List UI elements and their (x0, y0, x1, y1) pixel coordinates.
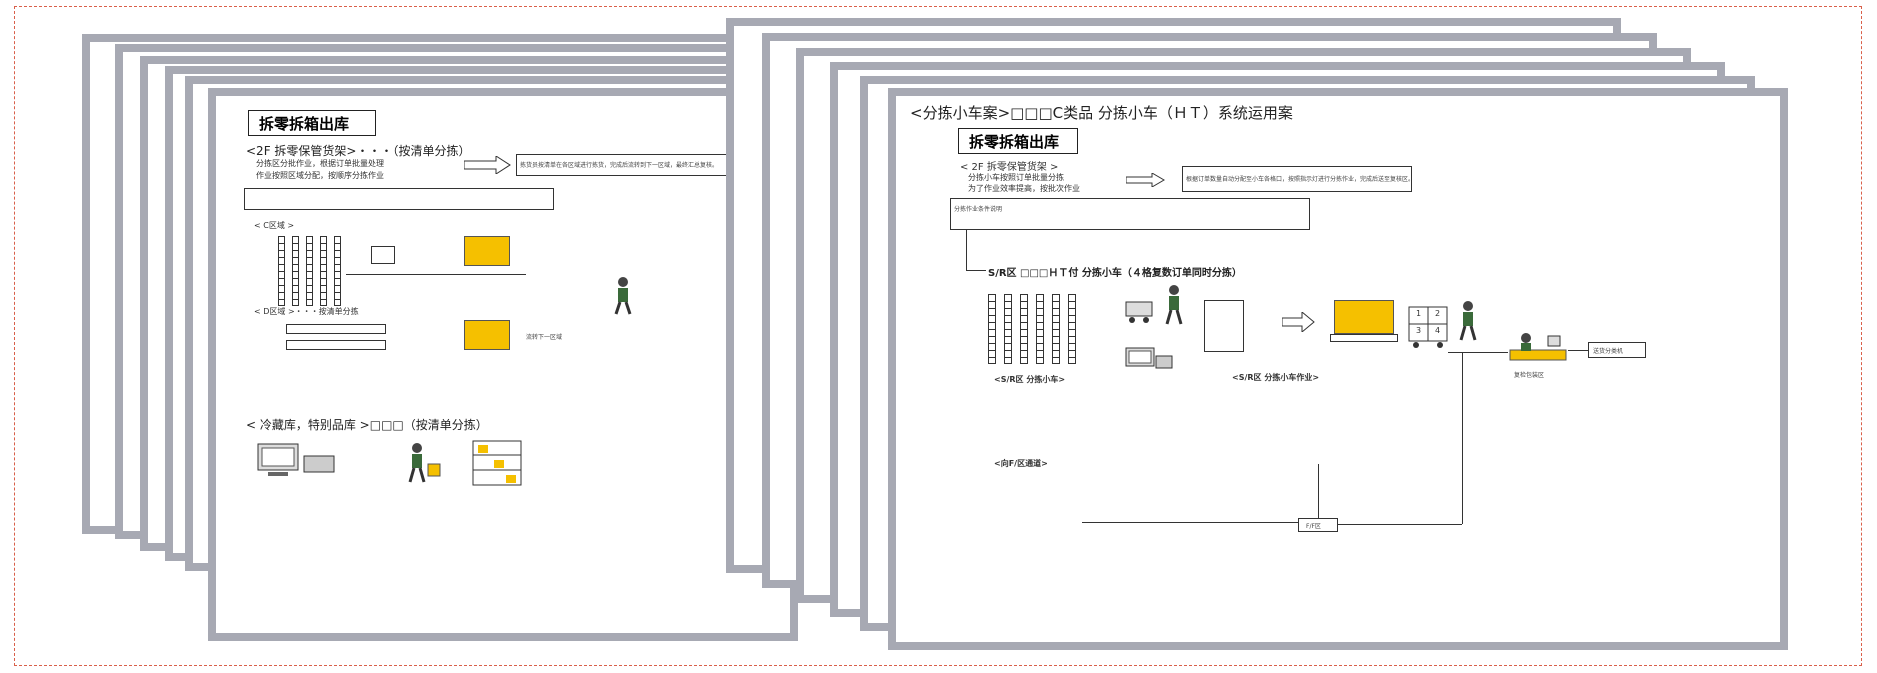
rack (1052, 294, 1060, 364)
bottom-label-box (1298, 518, 1338, 532)
left-note-box (244, 188, 554, 210)
right-cond-box (950, 198, 1310, 230)
belt-label: 送货分类机 (1593, 348, 1624, 355)
arrow-shape (1125, 172, 1166, 191)
right-subheading: < 2F 拆零保管货架 > (960, 162, 1059, 173)
left-side-note (516, 154, 790, 176)
right-side-note-text: 根据订单数量自动分配至小车各格口，按照指示灯进行分拣作业，完成后送至复核区。 (1186, 176, 1415, 183)
terminal-box (1204, 300, 1244, 352)
zone-caption: <S/R区 分拣小车> (994, 375, 1066, 384)
right-title: <分拣小车案>□□□C类品 分拣小车（ＨＴ）系统运用案 (910, 104, 1293, 122)
computer-icon (256, 442, 336, 486)
rack (278, 236, 285, 306)
sr-caption: <S/R区 分拣小车作业> (1232, 373, 1320, 382)
bottom-label: F/F区 (1306, 523, 1321, 530)
arrow-shape (1281, 310, 1316, 336)
shelf-row (286, 324, 386, 334)
flow-line (1082, 522, 1300, 523)
rack (1020, 294, 1028, 364)
next-zone-label: 流转下一区域 (526, 334, 563, 341)
flow-line (1318, 464, 1319, 522)
rack (320, 236, 327, 306)
right-side-note (1182, 166, 1412, 192)
left-front-page: 拆零拆箱出库 <2F 拆零保管货架>・・・（按清单分拣） 分拣区分批作业，根据订… (208, 88, 798, 641)
rack (1004, 294, 1012, 364)
flow-line (1448, 352, 1508, 353)
lane-caption: <向F/区通道> (994, 459, 1048, 468)
flow-line (346, 274, 526, 275)
worker-icon (608, 276, 638, 320)
arrow-shape (463, 155, 512, 178)
zone-label-2: < D区域 >・・・按清单分拣 (254, 307, 359, 316)
cart-cell-2: 2 (1435, 309, 1441, 318)
left-side-note-text: 拣货员按清单在各区域进行拣货，完成后流转到下一区域，最终汇总复核。 (520, 162, 719, 169)
rack (988, 294, 996, 364)
belt-label-box (1588, 342, 1646, 358)
flow-line (1338, 524, 1462, 525)
left-title-box: 拆零拆箱出库 (248, 110, 376, 136)
rack (1068, 294, 1076, 364)
cart-cell-4: 4 (1435, 326, 1441, 335)
worker-icon (1456, 300, 1480, 348)
cart-worker-icon (1124, 284, 1194, 332)
right-flow-label: S/R区 □□□ＨＴ付 分拣小车（４格复数订单同时分拣） (988, 268, 1242, 279)
computer-icon (1124, 346, 1174, 380)
yellow-pallet (464, 236, 510, 266)
left-note-1b: 作业按照区域分配，按顺序分拣作业 (256, 171, 384, 180)
zone-label-1: < C区域 > (254, 221, 295, 230)
cart-cell-1: 1 (1416, 309, 1422, 318)
flow-line (966, 270, 986, 271)
left-note-1a: 分拣区分批作业，根据订单批量处理 (256, 159, 384, 168)
right-title-box: 拆零拆箱出库 (958, 128, 1078, 154)
left-heading-2: < 冷藏库，特别品库 >□□□（按清单分拣） (246, 418, 488, 432)
flow-line (1568, 350, 1588, 351)
rack (1036, 294, 1044, 364)
right-note-a: 分拣小车按照订单批量分拣 (968, 173, 1064, 182)
rack (306, 236, 313, 306)
pallet-base (1330, 334, 1398, 342)
right-note-b: 为了作业效率提高，按批次作业 (968, 184, 1080, 193)
flow-line (966, 230, 967, 270)
dashed-frame (14, 6, 1862, 666)
inspection-station (1508, 332, 1568, 370)
cart-cell-3: 3 (1416, 326, 1422, 335)
yellow-pallet (1334, 300, 1394, 334)
left-heading-1: <2F 拆零保管货架>・・・（按清单分拣） (246, 144, 471, 158)
shelf-row (286, 340, 386, 350)
right-front-page: <分拣小车案>□□□C类品 分拣小车（ＨＴ）系统运用案 拆零拆箱出库 < 2F … (888, 88, 1788, 650)
yellow-pallet (464, 320, 510, 350)
flow-line (1462, 352, 1463, 524)
right-cond-note: 分拣作业条件说明 (954, 206, 1003, 213)
rack (334, 236, 341, 306)
dest-label: 复检包装区 (1514, 372, 1545, 379)
storage-shelf (472, 440, 522, 490)
worker-icon (402, 442, 442, 490)
pc-terminal (371, 246, 395, 264)
rack (292, 236, 299, 306)
sorting-cart (1408, 306, 1448, 352)
